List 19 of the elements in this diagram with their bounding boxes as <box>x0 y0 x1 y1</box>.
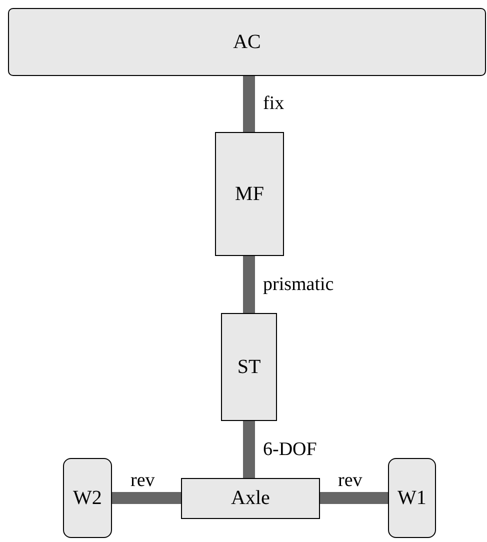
connector-line <box>243 256 255 313</box>
connector-line <box>320 492 388 504</box>
block-label: W1 <box>398 486 426 510</box>
block-label: MF <box>235 182 264 206</box>
block-box <box>181 478 320 519</box>
block-box <box>221 313 277 421</box>
block-label: AC <box>233 30 261 54</box>
connector-line <box>243 421 255 478</box>
edge-label: prismatic <box>263 274 334 294</box>
block-label: W2 <box>73 486 102 510</box>
block-box <box>8 8 486 76</box>
edge-label: 6-DOF <box>263 440 317 458</box>
block-box <box>388 458 436 538</box>
block-box <box>63 458 112 538</box>
block-label: Axle <box>231 487 270 510</box>
block-label: ST <box>237 356 261 378</box>
connector-line <box>112 492 181 504</box>
block-box <box>215 132 284 256</box>
connector-line <box>243 76 255 132</box>
